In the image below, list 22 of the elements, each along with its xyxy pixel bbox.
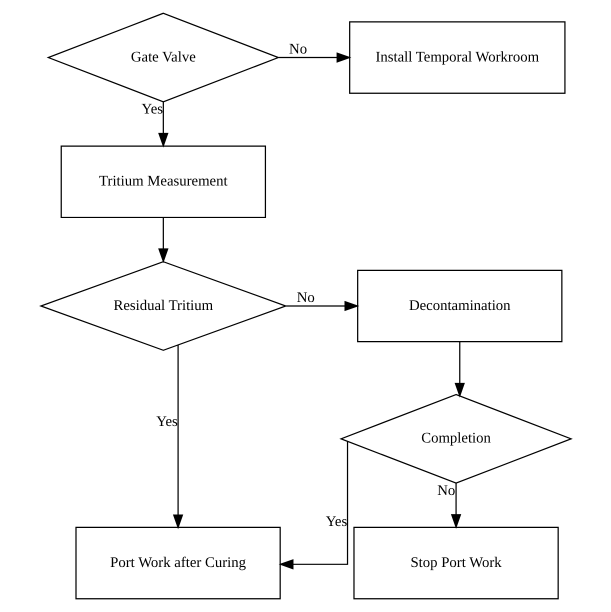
node-diamond: Completion <box>338 394 572 484</box>
arrow <box>454 342 464 398</box>
arrow <box>158 218 168 264</box>
edge-label: Yes <box>156 414 178 430</box>
node-box: Stop Port Work <box>352 526 558 600</box>
node-diamond: Gate Valve <box>46 12 280 102</box>
arrow <box>172 345 183 530</box>
node-diamond: Residual Tritium <box>38 261 288 351</box>
node-box: Decontamination <box>356 270 562 342</box>
arrow <box>278 441 348 570</box>
edge-label: No <box>296 290 314 306</box>
arrow <box>450 483 461 529</box>
edge-label: Yes <box>141 102 162 118</box>
arrow <box>278 52 351 63</box>
node-box: Tritium Measurement <box>60 145 266 218</box>
node-box: Install Temporal Workroom <box>348 21 566 94</box>
arrow <box>286 300 359 312</box>
arrow <box>158 102 168 148</box>
edge-label: Yes <box>325 514 347 530</box>
node-box: Port Work after Curing <box>74 526 280 600</box>
edge-label: No <box>436 482 455 499</box>
edge-label: No <box>288 41 307 58</box>
